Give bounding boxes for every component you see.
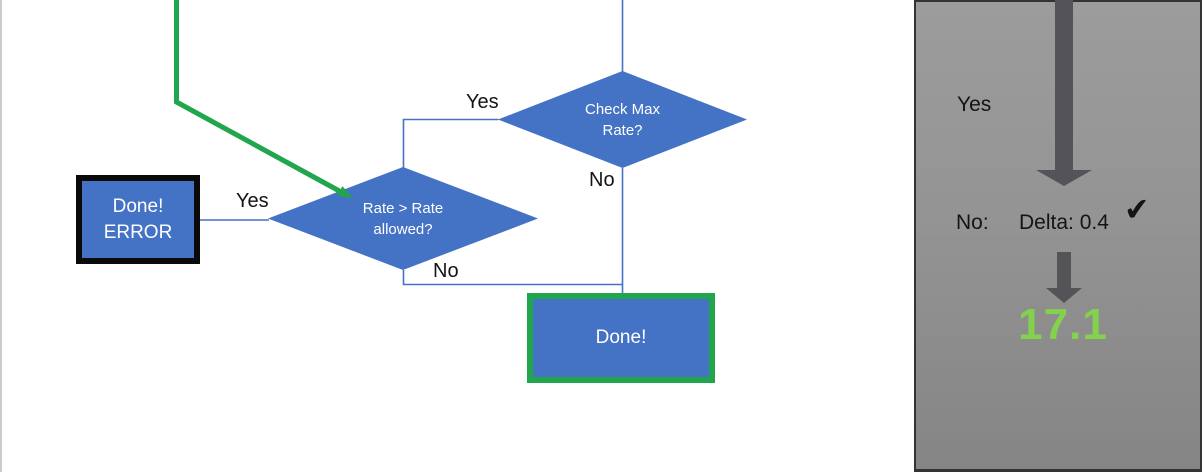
connector-check-max-yes [402,118,499,168]
slide-left-edge [0,0,2,472]
edge-label-check-max-no: No [589,169,615,191]
side-panel [914,0,1202,472]
terminal-done-label: Done! [595,327,647,349]
panel-yes-label: Yes [957,93,992,116]
decision-check-max-rate: Check Max Rate? [498,71,747,168]
decision-rate-allowed: Rate > Rate allowed? [268,167,538,270]
panel-delta-value: Delta: 0.4 [1019,211,1109,234]
terminal-done-error: Done! ERROR [76,175,200,264]
panel-no-label: No: [956,211,989,234]
terminal-done: Done! [527,293,715,383]
green-flow-line [174,0,345,196]
decision-rate-allowed-line1: Rate > Rate [362,199,444,217]
edge-label-rate-no: No [433,260,459,282]
edge-label-check-max-yes: Yes [466,91,499,113]
decision-rate-allowed-line2: allowed? [373,220,433,238]
terminal-done-error-line2: ERROR [103,221,173,243]
decision-check-max-rate-line2: Rate? [602,121,643,139]
decision-check-max-rate-line1: Check Max [584,100,661,118]
panel-result-value: 17.1 [1018,300,1108,349]
edge-label-rate-yes: Yes [236,190,269,212]
checkmark-icon: ✔ [1122,191,1152,228]
terminal-done-error-line1: Done! [112,195,164,217]
